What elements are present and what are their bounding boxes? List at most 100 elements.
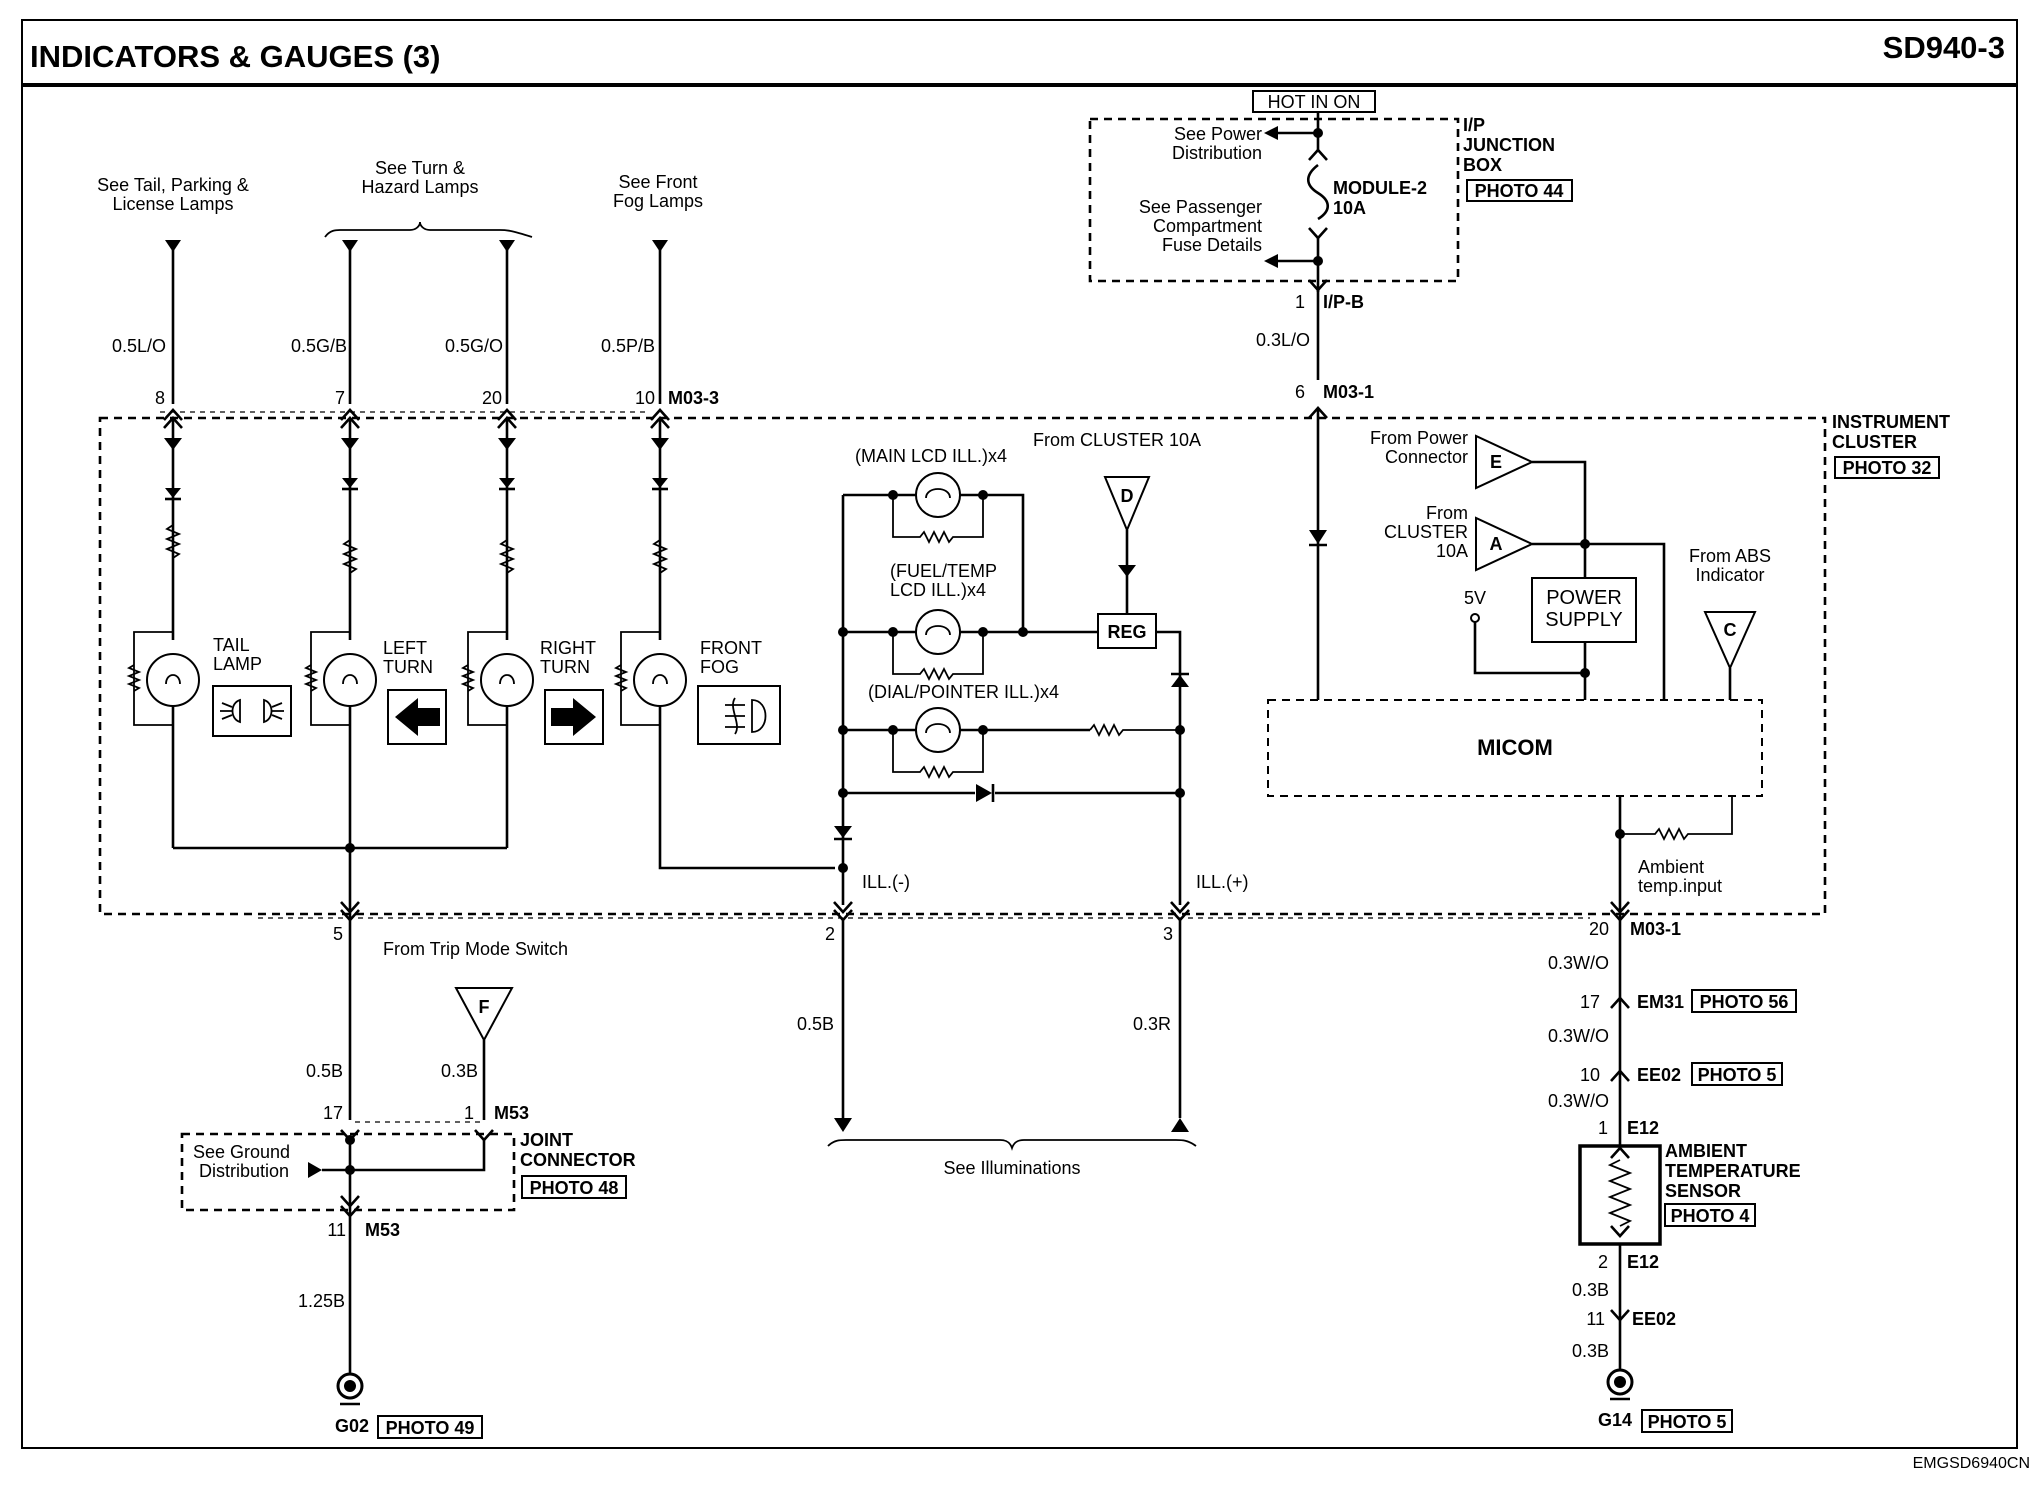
connector-c-label: C bbox=[1724, 620, 1737, 640]
from-cluster-label-3: 10A bbox=[1436, 541, 1468, 561]
from-power-label-2: Connector bbox=[1385, 447, 1468, 467]
ip-b-feed: 1 I/P-B 0.3L/O 6 M03-1 bbox=[1256, 279, 1374, 700]
connector-label: EE02 bbox=[1632, 1309, 1676, 1329]
resistor-icon bbox=[460, 664, 476, 692]
splice-dot bbox=[1018, 627, 1028, 637]
connector-a-triangle bbox=[1475, 516, 1535, 572]
turn-source-text-2: Hazard Lamps bbox=[361, 177, 478, 197]
pin-label: 20 bbox=[1589, 919, 1609, 939]
pin-label: 3 bbox=[1163, 924, 1173, 944]
resistor-icon bbox=[164, 524, 182, 559]
pin-label: 1 bbox=[1295, 292, 1305, 312]
splice-dot bbox=[345, 1165, 355, 1175]
diode-icon bbox=[834, 826, 852, 838]
ill-neg-label: ILL.(-) bbox=[862, 872, 910, 892]
cluster-photo-box bbox=[1834, 456, 1940, 479]
lamp-bulb-icon bbox=[146, 653, 200, 707]
from-abs-label-2: Indicator bbox=[1695, 565, 1764, 585]
from-trip-label: From Trip Mode Switch bbox=[383, 939, 568, 959]
resistor-icon bbox=[1620, 796, 1733, 842]
pin-label: 17 bbox=[1580, 992, 1600, 1012]
fog-lamp-icon bbox=[751, 699, 767, 733]
joint-connector-outline bbox=[180, 1132, 516, 1212]
connector-chevron-icon bbox=[1308, 227, 1328, 240]
five-v-terminal bbox=[1470, 613, 1480, 623]
input-wires: 0.5L/O 8 0.5G/B 7 0.5G/O 20 0.5P/B 10 M0… bbox=[112, 240, 719, 640]
g14-photo-box bbox=[1641, 1409, 1733, 1433]
wire-color-label: 0.3B bbox=[441, 1061, 478, 1081]
resistor-icon bbox=[651, 539, 669, 574]
ambient-label-2: temp.input bbox=[1638, 876, 1722, 896]
lamp-bulb-icon bbox=[915, 707, 961, 753]
joint-photo-box bbox=[521, 1175, 627, 1199]
front-fog-lamp: FRONT FOG bbox=[613, 631, 835, 870]
left-turn-label-1: LEFT bbox=[383, 638, 427, 658]
junction-box-title-1: I/P bbox=[1463, 115, 1485, 135]
wire-color-label: 0.5G/B bbox=[291, 336, 347, 356]
connector-chevron-icon bbox=[340, 1205, 360, 1218]
thermistor-icon bbox=[1607, 1159, 1633, 1227]
wire-color-label: 0.5B bbox=[797, 1014, 834, 1034]
see-passenger-text-1: See Passenger bbox=[1139, 197, 1262, 217]
sensor-label-3: SENSOR bbox=[1665, 1181, 1741, 1201]
connector-e-triangle bbox=[1475, 434, 1535, 490]
pin-label: 2 bbox=[825, 924, 835, 944]
source-labels: See Tail, Parking & License Lamps See Tu… bbox=[97, 158, 703, 238]
pin-label: 2 bbox=[1598, 1252, 1608, 1272]
splice-dot bbox=[888, 725, 898, 735]
connector-label: M53 bbox=[365, 1220, 400, 1240]
g14-photo-label: PHOTO 5 bbox=[1648, 1412, 1727, 1432]
connector-chevron-icon bbox=[340, 1195, 360, 1208]
front-fog-label-1: FRONT bbox=[700, 638, 762, 658]
wire-segment bbox=[658, 706, 835, 870]
wire-color-label: 0.3W/O bbox=[1548, 1026, 1609, 1046]
resistor-icon bbox=[303, 664, 319, 692]
lamp-bulb-icon bbox=[915, 609, 961, 655]
cluster-outline bbox=[98, 416, 1827, 916]
lamp-bulb-icon bbox=[323, 653, 377, 707]
arrow-icon bbox=[498, 438, 516, 450]
wire-segment bbox=[1585, 542, 1666, 700]
pin-label: 5 bbox=[333, 924, 343, 944]
ill-pos-bus bbox=[1156, 630, 1182, 905]
illuminations-brace bbox=[827, 1139, 1197, 1151]
junction-photo-box bbox=[1466, 179, 1573, 202]
ambient-sensor-box bbox=[1578, 1144, 1662, 1246]
filament-icon bbox=[925, 723, 951, 734]
pin-label: 1 bbox=[464, 1103, 474, 1123]
pin-label: 11 bbox=[327, 1220, 346, 1240]
bypass-resistor-icon bbox=[892, 495, 984, 545]
right-arrow-icon bbox=[551, 698, 596, 736]
arrow-icon bbox=[651, 438, 669, 450]
see-passenger-text-2: Compartment bbox=[1153, 216, 1262, 236]
from-abs-label-1: From ABS bbox=[1689, 546, 1771, 566]
page-frame bbox=[21, 19, 2018, 1449]
splice-dot bbox=[888, 490, 898, 500]
ee02-photo-box bbox=[1691, 1062, 1783, 1086]
fuse-icon bbox=[1306, 163, 1330, 221]
fog-source-text-1: See Front bbox=[618, 172, 697, 192]
right-turn-label-1: RIGHT bbox=[540, 638, 596, 658]
connector-chevron-icon bbox=[163, 408, 183, 421]
front-fog-label-2: FOG bbox=[700, 657, 739, 677]
splice-dot bbox=[1615, 829, 1625, 839]
see-power-arrow-icon bbox=[1264, 126, 1278, 140]
see-passenger-text-3: Fuse Details bbox=[1162, 235, 1262, 255]
ground-g02-label: G02 bbox=[335, 1416, 369, 1436]
hot-in-on-label: HOT IN ON bbox=[1268, 92, 1361, 112]
turn-source-text-1: See Turn & bbox=[375, 158, 465, 178]
from-cluster-label-2: CLUSTER bbox=[1384, 522, 1468, 542]
connector-f-triangle bbox=[454, 987, 514, 1043]
splice-dot bbox=[838, 788, 848, 798]
pin-label: 11 bbox=[1586, 1309, 1605, 1329]
fuel-temp-label-1: (FUEL/TEMP bbox=[890, 561, 997, 581]
tail-lamp-branch bbox=[163, 408, 183, 640]
resistor-icon bbox=[498, 539, 516, 574]
diode-icon bbox=[165, 488, 181, 498]
sensor-photo-label: PHOTO 4 bbox=[1671, 1206, 1750, 1226]
wire-segment bbox=[843, 493, 1025, 632]
splice-dot bbox=[838, 627, 848, 637]
pin-label: 10 bbox=[1580, 1065, 1600, 1085]
see-illuminations-label: See Illuminations bbox=[943, 1158, 1080, 1178]
